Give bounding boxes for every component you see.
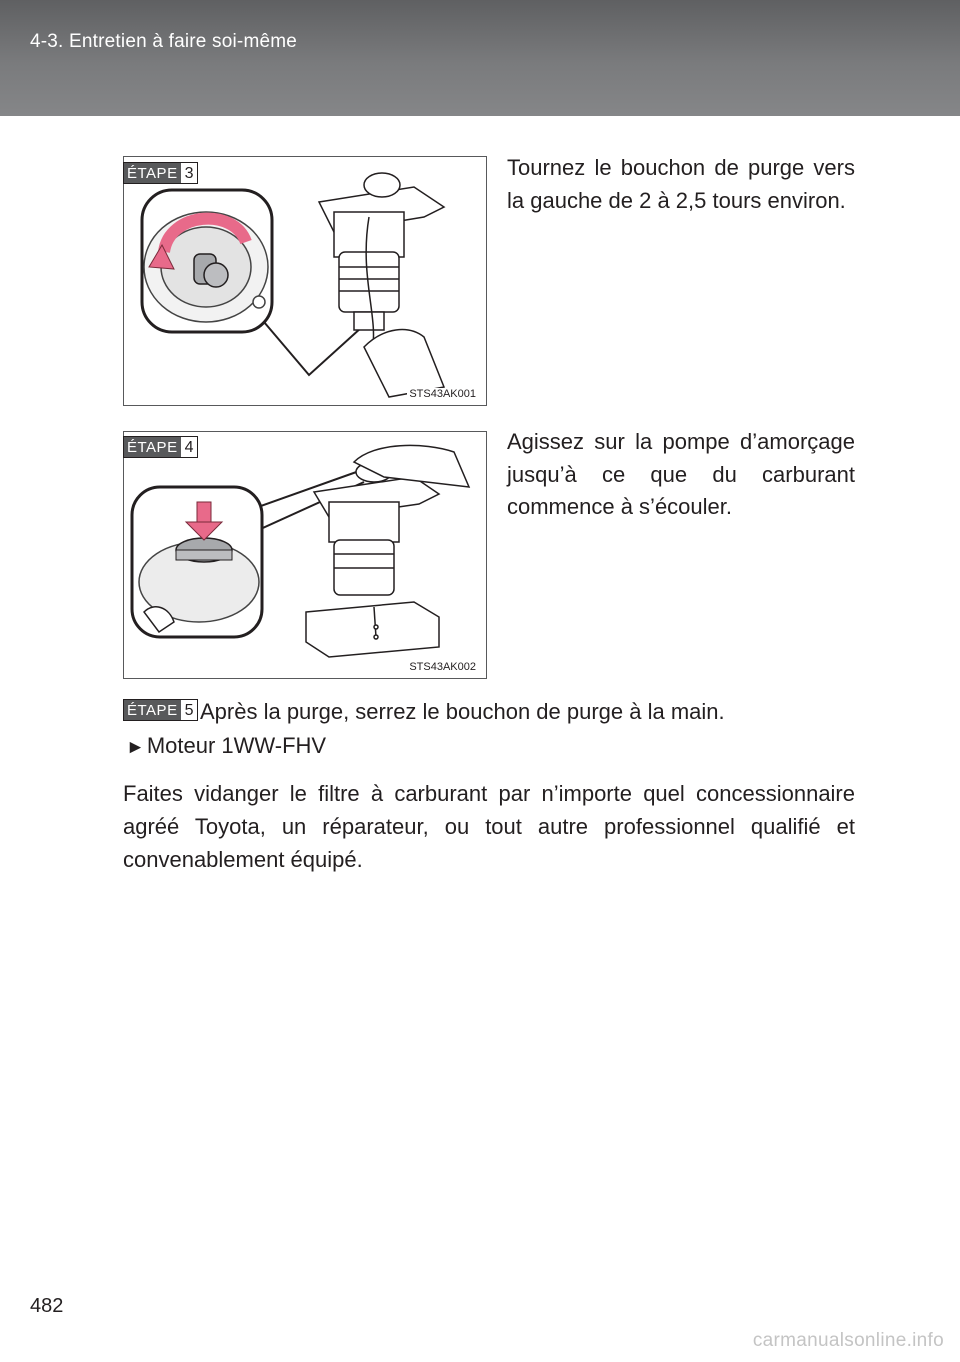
step-badge-number: 5 [180,700,198,720]
page-header: 4-3. Entretien à faire soi-même [0,0,960,116]
step-3-text: Tournez le bouchon de purge vers la gauc… [507,155,855,213]
figure-step-4: ÉTAPE 4 STS43AK002 [123,431,487,679]
watermark: carmanualsonline.info [752,1330,944,1351]
step-badge-label: ÉTAPE [124,437,181,457]
figure-step-3: ÉTAPE 3 STS43AK001 [123,156,487,406]
priming-pump-illustration [130,444,471,658]
triangle-right-icon: ► [126,737,145,758]
step-3-badge: ÉTAPE 3 [123,162,199,184]
step-badge-label: ÉTAPE [124,163,181,183]
step-badge-number: 3 [180,163,198,183]
step-badge-number: 4 [180,437,198,457]
figure-code: STS43AK002 [407,661,478,673]
section-title: 4-3. Entretien à faire soi-même [30,31,298,52]
engine-heading: ►Moteur 1WW-FHV [126,731,326,763]
drain-plug-illustration [140,172,446,398]
step-5-text: Après la purge, serrez le bouchon de pur… [200,699,725,724]
step-5-badge: ÉTAPE 5 [123,699,199,721]
step-badge-label: ÉTAPE [124,700,181,720]
body-paragraph: Faites vidanger le filtre à carburant pa… [123,781,855,872]
step-4-text: Agissez sur la pompe d’amorçage jusqu’à … [507,429,855,519]
page-number: 482 [30,1295,64,1317]
figure-code: STS43AK001 [407,388,478,400]
step-4-badge: ÉTAPE 4 [123,436,199,458]
engine-heading-label: Moteur 1WW-FHV [146,733,327,758]
